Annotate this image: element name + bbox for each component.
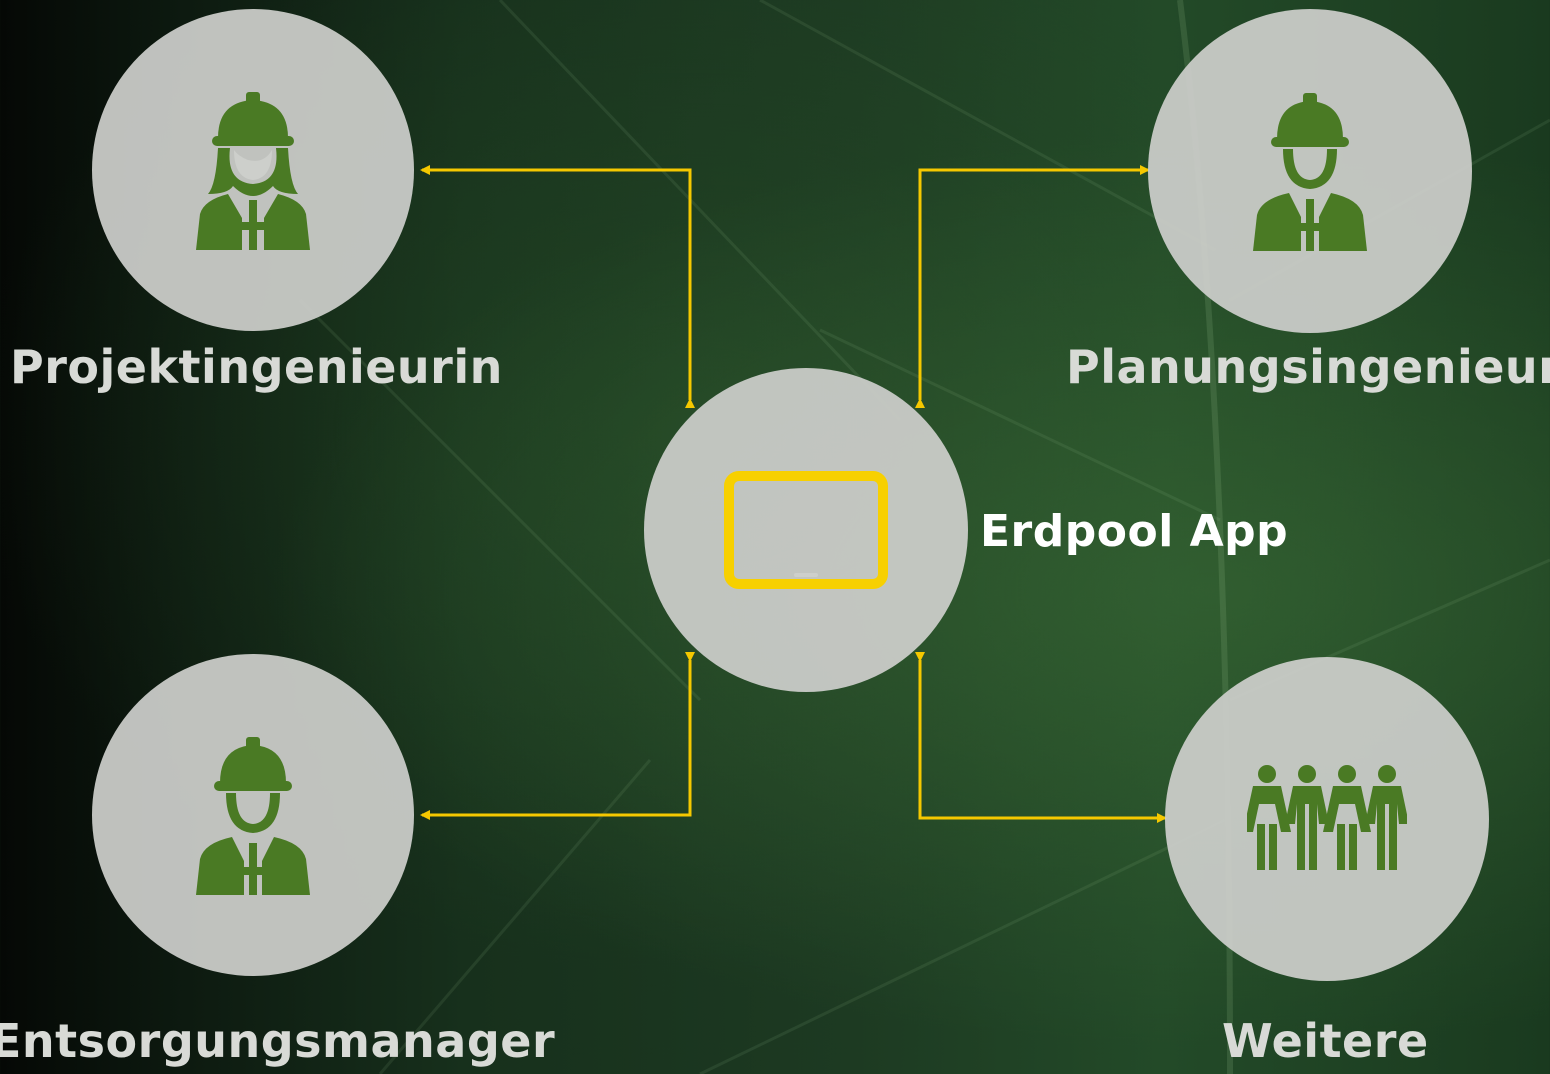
connector-top-right: [915, 165, 1150, 408]
connector-bottom-right: [915, 652, 1167, 823]
node-top-right: [1148, 9, 1472, 333]
tablet-icon: [724, 471, 888, 589]
label-bottom-left: Entsorgungsmanager: [0, 1014, 556, 1068]
male-engineer-icon: [188, 735, 318, 895]
label-bottom-right: Weitere: [1222, 1014, 1429, 1068]
male-engineer-icon: [1245, 91, 1375, 251]
label-top-left: Projektingenieurin: [10, 340, 503, 394]
label-top-right: Planungsingenieur: [1066, 340, 1550, 394]
node-bottom-right: [1165, 657, 1489, 981]
connector-top-left: [420, 165, 695, 408]
group-people-icon: [1247, 764, 1407, 874]
connector-bottom-left: [420, 652, 695, 820]
label-center: Erdpool App: [980, 506, 1289, 557]
node-bottom-left: [92, 654, 414, 976]
node-top-left: [92, 9, 414, 331]
node-center: [644, 368, 968, 692]
female-engineer-icon: [188, 90, 318, 250]
